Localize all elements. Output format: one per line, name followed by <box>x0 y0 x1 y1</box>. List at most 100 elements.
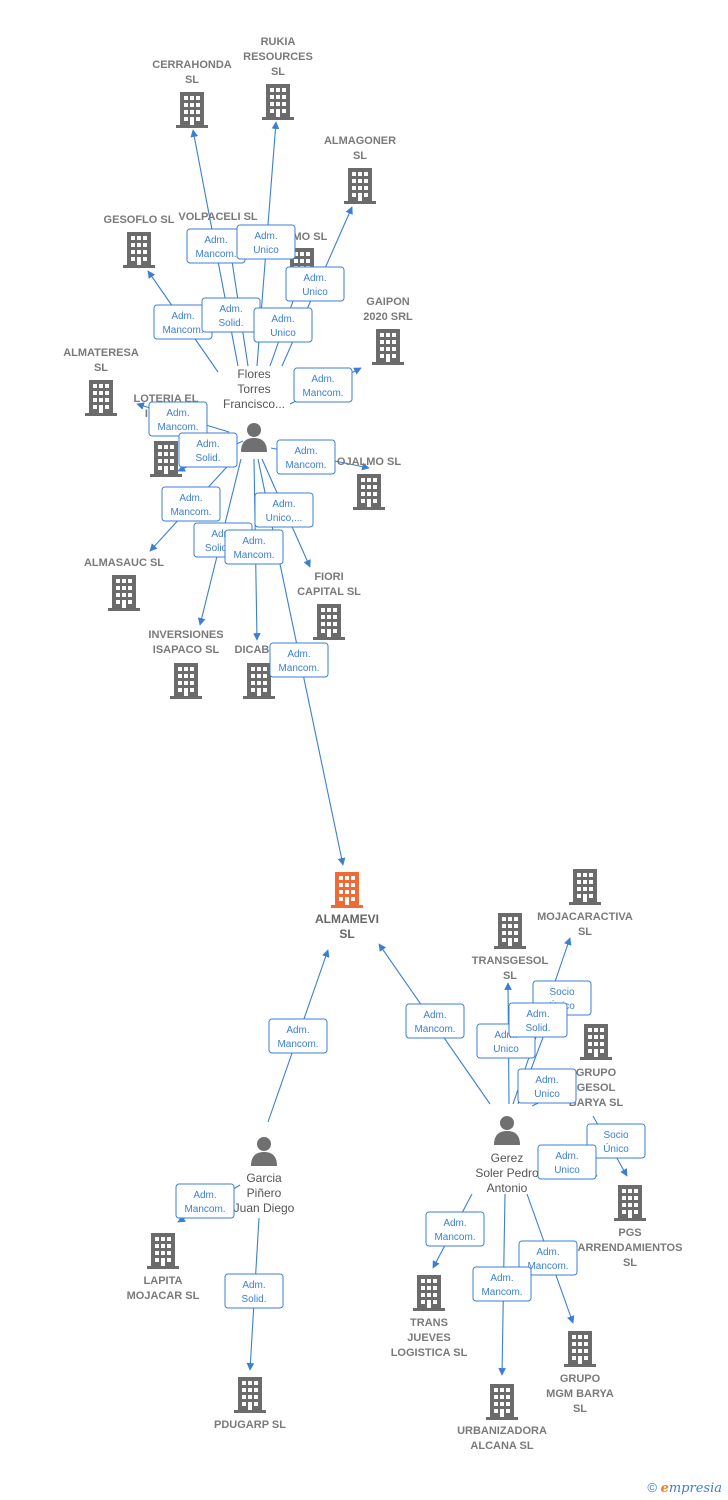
company-node-almasauc[interactable]: ALMASAUC SL <box>84 557 164 611</box>
relation-label-gerez-almamevi[interactable]: Adm.Mancom. <box>405 1003 465 1039</box>
building-icon <box>413 1275 445 1311</box>
relation-label-text: Mancom. <box>157 422 198 433</box>
relation-label-flores-almagoner[interactable]: Adm.Unico <box>285 266 345 302</box>
relation-label-text: Mancom. <box>233 550 274 561</box>
company-label: SL <box>339 927 354 941</box>
relation-label-flores-almasauc[interactable]: Adm.Mancom. <box>161 486 221 522</box>
relation-label-flores-gaipon[interactable]: Adm.Mancom. <box>293 367 353 403</box>
relation-label-flores-rukia[interactable]: Adm.Unico <box>236 224 296 260</box>
relation-label-text: Mancom. <box>162 325 203 336</box>
relation-label-box <box>236 224 296 260</box>
relation-label-box <box>268 1018 328 1054</box>
relation-label-gerez-urbanizadora[interactable]: Adm.Mancom. <box>472 1266 532 1302</box>
company-label: FIORI <box>314 571 343 583</box>
company-node-gesoflo[interactable]: GESOFLO SL <box>104 214 175 268</box>
relation-label-box <box>425 1211 485 1247</box>
company-label: SL <box>271 66 285 78</box>
company-label: ALCANA SL <box>470 1440 533 1452</box>
company-label: ALMAMEVI <box>315 912 379 926</box>
relation-label-text: Solid. <box>241 1294 266 1305</box>
building-icon <box>313 604 345 640</box>
person-node-flores[interactable]: FloresTorresFrancisco... <box>223 367 285 452</box>
relation-label-flores-volpaceli[interactable]: Adm.Solid. <box>201 297 261 333</box>
person-label: Soler Pedro <box>475 1166 539 1180</box>
relation-label-box <box>537 1144 597 1180</box>
relation-label-gerez-trans[interactable]: Adm.Mancom. <box>425 1211 485 1247</box>
company-label: ALMASAUC SL <box>84 557 164 569</box>
company-label: ALMATERESA <box>63 347 139 359</box>
building-icon <box>170 663 202 699</box>
relation-label-gerez-grupogesol[interactable]: Adm.Unico <box>517 1068 577 1104</box>
building-icon <box>344 168 376 204</box>
relation-label-garcia-almamevi[interactable]: Adm.Mancom. <box>268 1018 328 1054</box>
relation-label-text: Adm. <box>242 1280 265 1291</box>
company-node-volpaceli[interactable]: VOLPACELI SL <box>178 211 258 223</box>
relation-label-gerez-pgs[interactable]: Adm.Unico <box>537 1144 597 1180</box>
relation-label-text: Adm. <box>494 1030 517 1041</box>
company-label: RESOURCES <box>243 51 313 63</box>
company-label: GESOL <box>577 1082 616 1094</box>
relation-label-text: Adm. <box>490 1273 513 1284</box>
relation-label-flores-somo[interactable]: Adm.Unico <box>253 307 313 343</box>
relation-label-text: Mancom. <box>302 388 343 399</box>
relation-label-flores-almamevi[interactable]: Adm.Mancom. <box>269 642 329 678</box>
relation-label-text: Mancom. <box>414 1024 455 1035</box>
company-node-pdugarp[interactable]: PDUGARP SL <box>214 1377 286 1431</box>
relation-label-text: Solid.,... <box>205 543 241 554</box>
building-icon <box>176 92 208 128</box>
relation-label-gerez-grupogesol[interactable]: Adm.Solid. <box>508 1002 568 1038</box>
person-label: Flores <box>237 367 270 381</box>
relation-label-text: Adm. <box>196 439 219 450</box>
relation-label-flores-fiori[interactable]: Adm.Unico,... <box>254 492 314 528</box>
building-icon <box>372 329 404 365</box>
company-label: GESOFLO SL <box>104 214 175 226</box>
relation-label-box <box>253 307 313 343</box>
company-label: BARYA SL <box>569 1097 624 1109</box>
person-label: Garcia <box>246 1171 282 1185</box>
relation-label-flores-loteria[interactable]: Adm.Solid. <box>178 432 238 468</box>
company-label: PDUGARP SL <box>214 1419 286 1431</box>
relation-label-text: Socio <box>603 1130 628 1141</box>
relation-label-text: Unico,... <box>266 513 303 524</box>
building-icon <box>108 575 140 611</box>
relation-label-gerez-grupomgm[interactable]: Adm.Mancom. <box>518 1240 578 1276</box>
relation-label-flores-cerrahonda[interactable]: Adm.Mancom. <box>186 228 246 264</box>
relation-label-garcia-pdugarp[interactable]: Adm. Solid. <box>224 1273 284 1309</box>
company-label: GAIPON <box>366 296 409 308</box>
relation-label-box <box>175 1183 235 1219</box>
company-label: SL <box>353 150 367 162</box>
relation-label-box <box>472 1266 532 1302</box>
building-icon <box>262 84 294 120</box>
relation-label-text: Adm. <box>287 649 310 660</box>
relation-label-text: Adm. <box>526 1009 549 1020</box>
brand-initial: e <box>660 1481 669 1496</box>
relation-label-flores-ojalmo[interactable]: Adm.Mancom. <box>276 439 336 475</box>
company-node-ojalmo[interactable]: OJALMO SL <box>337 456 401 510</box>
relation-label-text: Socio <box>549 987 574 998</box>
relation-label-flores-almateresa[interactable]: Adm.Mancom. <box>148 401 208 437</box>
company-label: MOJACAR SL <box>127 1290 200 1302</box>
relation-label-flores-dicabaj[interactable]: Adm.Mancom. <box>224 529 284 565</box>
relation-label-garcia-lapita[interactable]: Adm.Mancom. <box>175 1183 235 1219</box>
company-label: ISAPACO SL <box>153 644 220 656</box>
relation-label-box <box>148 401 208 437</box>
